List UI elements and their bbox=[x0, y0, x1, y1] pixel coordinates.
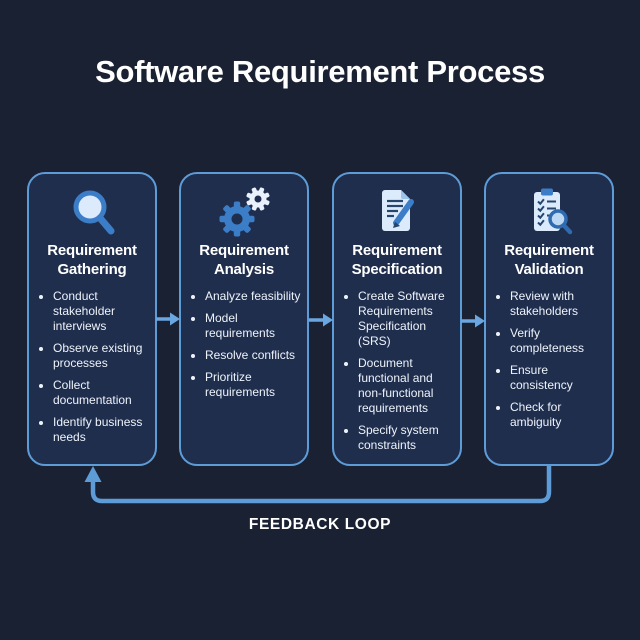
bullet-item: Review with stakeholders bbox=[510, 289, 608, 319]
flow-arrow-icon bbox=[156, 312, 180, 326]
document-pencil-icon bbox=[382, 190, 414, 231]
stage-box-analysis: Requirement Analysis Analyze feasibility… bbox=[179, 172, 309, 466]
stage-box-gathering: Requirement Gathering Conduct stakeholde… bbox=[27, 172, 157, 466]
bullet-item: Create Software Requirements Specificati… bbox=[358, 289, 456, 349]
stage-bullet-list: Analyze feasibility Model requirements R… bbox=[181, 289, 303, 400]
bullet-item: Observe existing processes bbox=[53, 341, 151, 371]
stage-box-validation: Requirement Validation Review with stake… bbox=[484, 172, 614, 466]
bullet-item: Collect documentation bbox=[53, 378, 151, 408]
magnifier-icon bbox=[73, 190, 115, 235]
bullet-item: Identify business needs bbox=[53, 415, 151, 445]
bullet-item: Ensure consistency bbox=[510, 363, 608, 393]
flow-arrow-icon bbox=[309, 313, 333, 327]
stage-title: Requirement Validation bbox=[504, 242, 594, 278]
gears-icon bbox=[219, 187, 270, 237]
bullet-item: Analyze feasibility bbox=[205, 289, 303, 304]
page-title: Software Requirement Process bbox=[95, 54, 545, 89]
bullet-item: Prioritize requirements bbox=[205, 370, 303, 400]
stage-title: Requirement Gathering bbox=[47, 242, 137, 278]
bullet-item: Specify system constraints bbox=[358, 423, 456, 453]
bullet-item: Verify completeness bbox=[510, 326, 608, 356]
bullet-item: Document functional and non-functional r… bbox=[358, 356, 456, 416]
stage-title: Requirement Specification bbox=[351, 242, 443, 278]
bullet-item: Conduct stakeholder interviews bbox=[53, 289, 151, 334]
feedback-loop-arrow-icon bbox=[84, 465, 552, 504]
stage-box-specification: Requirement Specification Create Softwar… bbox=[332, 172, 462, 466]
bullet-item: Model requirements bbox=[205, 311, 303, 341]
clipboard-search-icon bbox=[534, 188, 573, 235]
bullet-item: Check for ambiguity bbox=[510, 400, 608, 430]
stage-bullet-list: Conduct stakeholder interviews Observe e… bbox=[29, 289, 151, 445]
feedback-loop-label: FEEDBACK LOOP bbox=[248, 516, 392, 533]
bullet-item: Resolve conflicts bbox=[205, 348, 303, 363]
stage-bullet-list: Review with stakeholders Verify complete… bbox=[486, 289, 608, 430]
flow-arrow-icon bbox=[461, 314, 485, 328]
stage-title: Requirement Analysis bbox=[199, 242, 289, 278]
stage-bullet-list: Create Software Requirements Specificati… bbox=[334, 289, 456, 453]
